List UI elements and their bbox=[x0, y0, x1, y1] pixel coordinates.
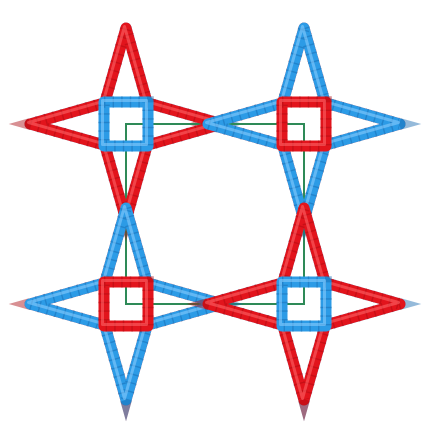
strand-loop-2-front bbox=[8, 186, 244, 422]
inner-link-3 bbox=[276, 276, 332, 332]
inner-link-0 bbox=[98, 96, 154, 152]
front-strand-layer bbox=[8, 6, 422, 422]
back-strand-layer bbox=[8, 6, 422, 422]
strand-loop-3-front bbox=[186, 186, 422, 422]
inner-link-2 bbox=[98, 276, 154, 332]
inner-link-1 bbox=[276, 96, 332, 152]
strand-loop-0-front bbox=[8, 6, 244, 242]
